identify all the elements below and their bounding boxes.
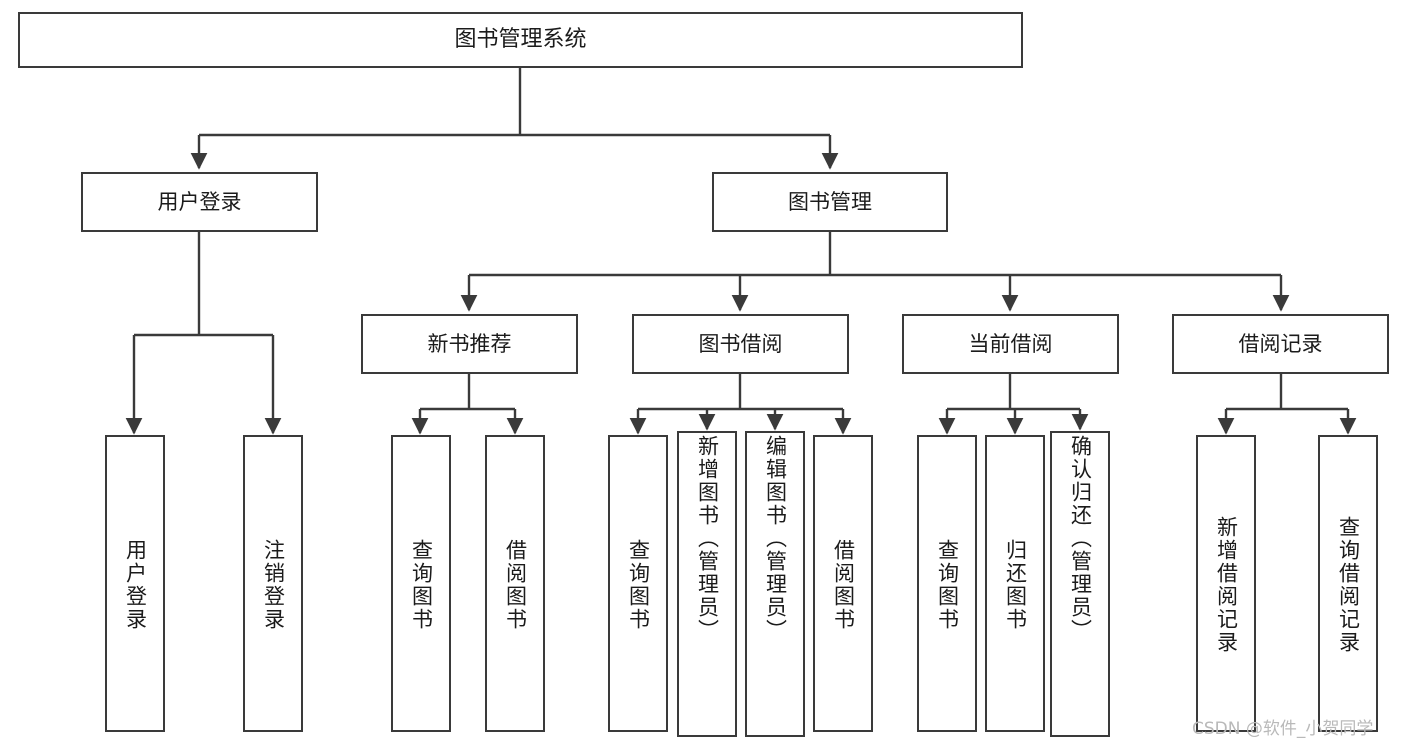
node-new-book-recommend[interactable]: 新书推荐 [361, 314, 578, 374]
node-label: 查询借阅记录 [1336, 515, 1361, 654]
node-label: 借阅图书 [831, 538, 856, 631]
node-label: 确认归还（管理员） [1068, 435, 1093, 642]
node-user-login[interactable]: 用户登录 [81, 172, 318, 232]
node-label: 注销登录 [261, 538, 286, 631]
node-label: 查询图书 [935, 538, 960, 631]
leaf-borrow-borrow-book[interactable]: 借阅图书 [813, 435, 873, 732]
leaf-current-confirm-return-admin[interactable]: 确认归还（管理员） [1050, 431, 1110, 737]
csdn-watermark: CSDN @软件_小贺同学 [1192, 719, 1374, 739]
node-label: 查询图书 [409, 538, 434, 631]
node-label: 图书借阅 [698, 331, 783, 356]
node-label: 用户登录 [157, 189, 242, 214]
node-label: 编辑图书（管理员） [763, 435, 788, 642]
node-label: 当前借阅 [968, 331, 1053, 356]
node-label: 新增借阅记录 [1214, 515, 1239, 654]
node-label: 用户登录 [123, 538, 148, 631]
leaf-user-login-signin[interactable]: 用户登录 [105, 435, 165, 732]
leaf-records-query-record[interactable]: 查询借阅记录 [1318, 435, 1378, 732]
node-label: 归还图书 [1003, 538, 1028, 631]
node-current-borrow[interactable]: 当前借阅 [902, 314, 1119, 374]
node-label: 查询图书 [626, 538, 651, 631]
leaf-recommend-borrow-book[interactable]: 借阅图书 [485, 435, 545, 732]
leaf-recommend-query-book[interactable]: 查询图书 [391, 435, 451, 732]
node-label: 图书管理系统 [454, 27, 587, 53]
node-book-management[interactable]: 图书管理 [712, 172, 948, 232]
node-label: 新书推荐 [427, 331, 512, 356]
leaf-borrow-edit-book-admin[interactable]: 编辑图书（管理员） [745, 431, 805, 737]
leaf-borrow-query-book[interactable]: 查询图书 [608, 435, 668, 732]
leaf-current-return-book[interactable]: 归还图书 [985, 435, 1045, 732]
node-book-borrow[interactable]: 图书借阅 [632, 314, 849, 374]
leaf-current-query-book[interactable]: 查询图书 [917, 435, 977, 732]
node-label: 新增图书（管理员） [695, 435, 720, 642]
node-borrow-records[interactable]: 借阅记录 [1172, 314, 1389, 374]
node-root-system[interactable]: 图书管理系统 [18, 12, 1023, 68]
leaf-user-login-signout[interactable]: 注销登录 [243, 435, 303, 732]
leaf-records-add-record[interactable]: 新增借阅记录 [1196, 435, 1256, 732]
node-label: 借阅图书 [503, 538, 528, 631]
leaf-borrow-add-book-admin[interactable]: 新增图书（管理员） [677, 431, 737, 737]
node-label: 图书管理 [788, 189, 872, 214]
node-label: 借阅记录 [1238, 331, 1323, 356]
